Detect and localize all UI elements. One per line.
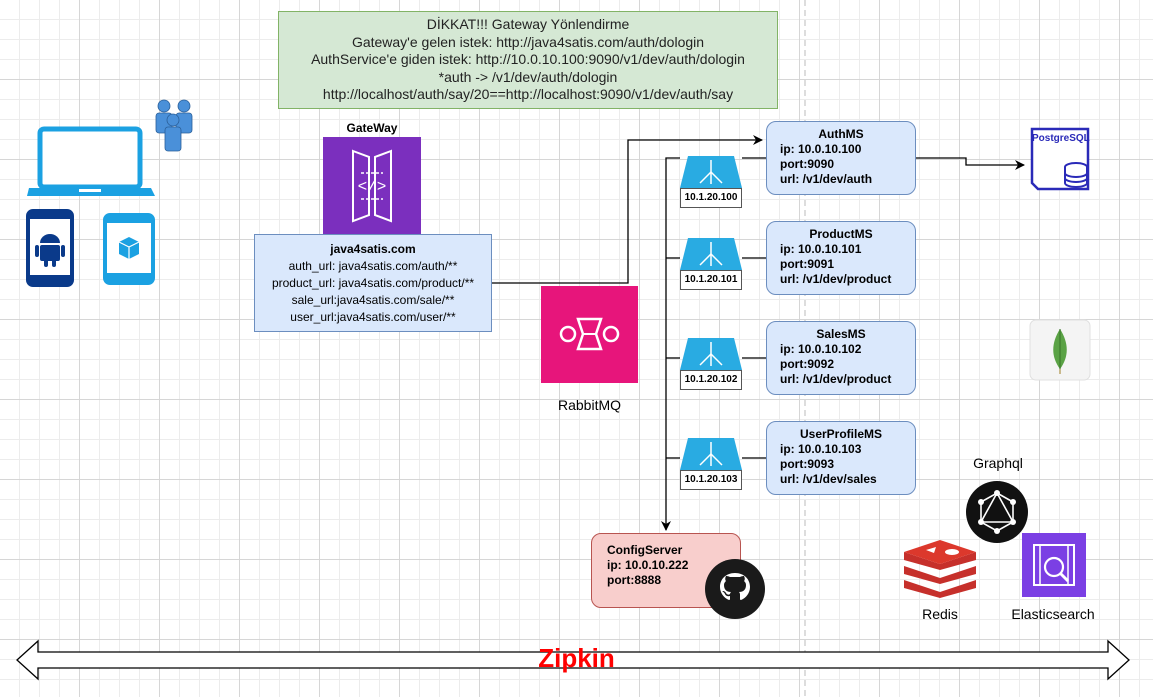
load-balancer-icon — [680, 156, 742, 188]
service-ip: ip: 10.0.10.103 — [780, 442, 862, 456]
load-balancer-icon — [680, 338, 742, 370]
service-name: SalesMS — [816, 327, 866, 341]
product-ms-box: ProductMS ip: 10.0.10.101 port:9091 url:… — [766, 221, 916, 295]
elasticsearch-label: Elasticsearch — [1011, 606, 1095, 622]
note-line: DİKKAT!!! Gateway Yönlendirme — [426, 16, 630, 32]
sales-ms-box: SalesMS ip: 10.0.10.102 port:9092 url: /… — [766, 321, 916, 395]
gateway-domain: java4satis.com — [330, 242, 416, 256]
api-gateway-icon: </> — [323, 137, 421, 234]
load-balancer: 10.1.20.101 — [680, 238, 742, 291]
postgresql-label: PostgreSQL — [1032, 133, 1090, 144]
android-phone-icon — [26, 209, 74, 287]
postgresql-icon: PostgreSQL — [1030, 127, 1092, 191]
load-balancer: 10.1.20.100 — [680, 156, 742, 209]
auth-ms-box: AuthMS ip: 10.0.10.100 port:9090 url: /v… — [766, 121, 916, 195]
auth-to-postgres-arrow — [916, 157, 1025, 170]
load-balancer: 10.1.20.102 — [680, 338, 742, 391]
service-port: port:9092 — [780, 357, 835, 371]
config-server-name: ConfigServer — [607, 543, 683, 557]
config-server-port: port:8888 — [607, 573, 662, 587]
load-balancer-ip: 10.1.20.103 — [680, 470, 742, 490]
gateway-to-auth-arrow — [492, 135, 763, 284]
gateway-label: GateWay — [346, 121, 398, 135]
laptop-icon — [27, 126, 155, 196]
userprofile-ms-box: UserProfileMS ip: 10.0.10.103 port:9093 … — [766, 421, 916, 495]
users-icon — [155, 99, 193, 152]
service-name: ProductMS — [809, 227, 873, 241]
service-port: port:9091 — [780, 257, 835, 271]
service-ip: ip: 10.0.10.101 — [780, 242, 862, 256]
zipkin-label: Zipkin — [538, 643, 615, 673]
load-balancer-ip: 10.1.20.100 — [680, 188, 742, 208]
service-ip: ip: 10.0.10.100 — [780, 142, 862, 156]
service-ip: ip: 10.0.10.102 — [780, 342, 862, 356]
service-url: url: /v1/dev/sales — [780, 472, 877, 486]
note-line: Gateway'e gelen istek: http://java4satis… — [351, 33, 705, 50]
load-balancer: 10.1.20.103 — [680, 438, 742, 491]
load-balancer-icon — [680, 438, 742, 470]
note-line: AuthService'e giden istek: http://10.0.1… — [311, 51, 745, 67]
service-name: UserProfileMS — [799, 427, 883, 441]
service-url: url: /v1/dev/product — [780, 372, 892, 386]
gateway-routing-note: DİKKAT!!! Gateway Yönlendirme Gateway'e … — [278, 11, 778, 109]
gateway-routes-box: java4satis.com auth_url: java4satis.com/… — [254, 234, 492, 332]
service-port: port:9093 — [780, 457, 835, 471]
load-balancer-ip: 10.1.20.101 — [680, 270, 742, 290]
service-url: url: /v1/dev/product — [780, 272, 892, 286]
service-url: url: /v1/dev/auth — [780, 172, 873, 186]
graphql-label: Graphql — [973, 455, 1023, 471]
note-line: http://localhost/auth/say/20==http://loc… — [322, 86, 734, 102]
rabbitmq-icon — [541, 286, 638, 383]
redis-icon — [904, 540, 976, 598]
lb-to-config-arrow — [661, 157, 680, 531]
zipkin-double-arrow — [16, 639, 1130, 681]
route-auth: auth_url: java4satis.com/auth/** — [288, 259, 458, 273]
svg-text:</>: </> — [358, 178, 387, 196]
route-product: product_url: java4satis.com/product/** — [271, 276, 475, 290]
elasticsearch-icon — [1022, 533, 1086, 597]
config-server-ip: ip: 10.0.10.222 — [607, 558, 689, 572]
tablet-app-icon — [103, 213, 155, 285]
load-balancer-ip: 10.1.20.102 — [680, 370, 742, 390]
service-name: AuthMS — [818, 127, 864, 141]
rabbitmq-label: RabbitMQ — [557, 397, 622, 413]
route-user: user_url:java4satis.com/user/** — [290, 310, 456, 324]
service-port: port:9090 — [780, 157, 835, 171]
load-balancer-icon — [680, 238, 742, 270]
graphql-icon — [966, 481, 1028, 543]
route-sale: sale_url:java4satis.com/sale/** — [291, 293, 455, 307]
redis-label: Redis — [922, 606, 958, 622]
note-line: *auth -> /v1/dev/auth/dologin — [438, 68, 618, 85]
github-icon — [705, 559, 765, 619]
mongodb-icon — [1029, 319, 1091, 381]
